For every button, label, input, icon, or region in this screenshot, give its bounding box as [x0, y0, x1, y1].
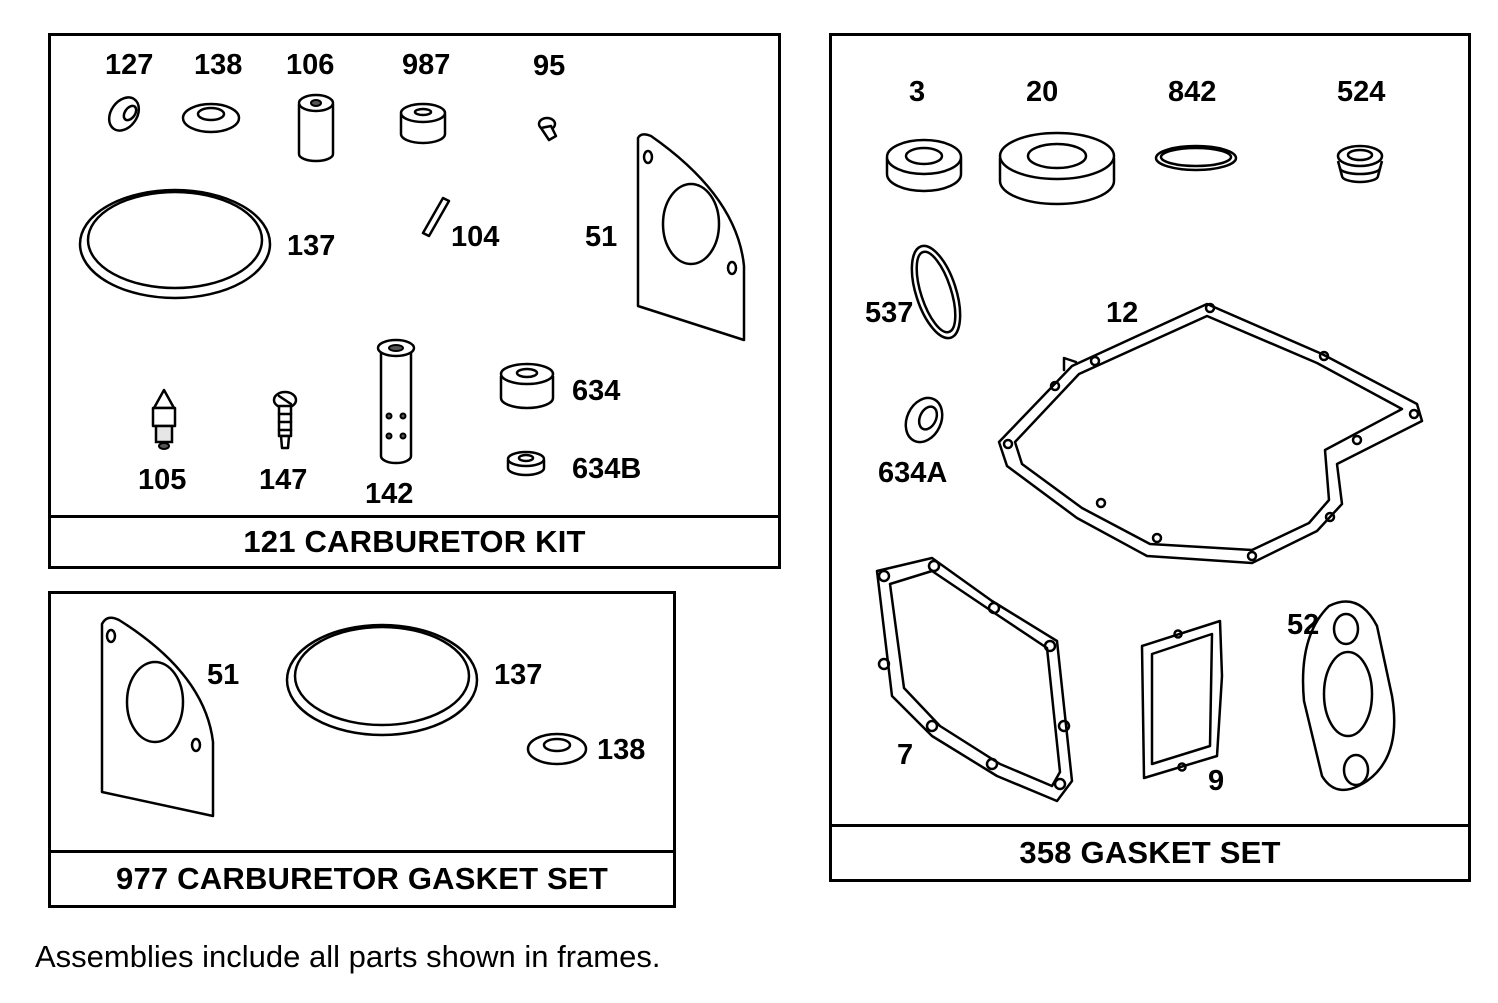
label-138: 138: [194, 49, 243, 81]
label-52: 52: [1287, 609, 1320, 641]
gasket-set-title: 358 GASKET SET: [832, 824, 1468, 879]
label-987: 987: [402, 49, 451, 81]
carburetor-kit-parts-art: [78, 93, 746, 477]
part-137-oring: [285, 623, 479, 737]
label-634b: 634B: [572, 453, 642, 485]
label-138: 138: [597, 734, 646, 766]
part-52-gasket: [1301, 600, 1396, 791]
part-105-needle: [151, 388, 177, 450]
carburetor-gasket-set-parts-art: [100, 616, 588, 818]
label-147: 147: [259, 464, 308, 496]
gasket-set-frame: 3 20 842 524 537 12 634A 52 7 9 358 GASK…: [829, 33, 1471, 882]
label-137: 137: [494, 659, 543, 691]
label-537: 537: [865, 297, 914, 329]
part-147-screw: [272, 390, 298, 450]
label-524: 524: [1337, 76, 1386, 108]
label-51: 51: [585, 221, 618, 253]
part-634b-spacer: [506, 450, 546, 477]
part-142-tube: [376, 338, 416, 465]
label-137: 137: [287, 230, 336, 262]
label-51: 51: [207, 659, 240, 691]
part-51-plate: [636, 133, 746, 342]
label-142: 142: [365, 478, 414, 510]
part-137-oring: [78, 188, 272, 300]
label-104: 104: [451, 221, 500, 253]
carburetor-gasket-set-title: 977 CARBURETOR GASKET SET: [51, 850, 673, 905]
label-127: 127: [105, 49, 154, 81]
label-95: 95: [533, 50, 566, 82]
part-127-washer: [107, 96, 141, 132]
part-9-gasket: [1140, 619, 1224, 780]
part-20-seal: [998, 131, 1116, 206]
part-524-grommet: [1336, 144, 1384, 184]
label-20: 20: [1026, 76, 1059, 108]
part-138-washer: [526, 732, 588, 766]
part-95-screw: [537, 116, 558, 142]
part-3-seal: [885, 138, 963, 193]
footnote: Assemblies include all parts shown in fr…: [35, 939, 661, 974]
label-3: 3: [909, 76, 926, 108]
carburetor-kit-frame: 127 138 106 987 95 137 104 51 634 105 14…: [48, 33, 781, 569]
part-106-cylinder: [297, 93, 335, 163]
label-106: 106: [286, 49, 335, 81]
label-12: 12: [1106, 297, 1139, 329]
carburetor-kit-title: 121 CARBURETOR KIT: [51, 515, 778, 566]
part-12-gasket: [997, 302, 1424, 565]
label-634a: 634A: [878, 457, 948, 489]
part-7-gasket: [875, 556, 1074, 803]
gasket-set-parts-art: [875, 131, 1424, 803]
part-51-plate: [100, 616, 215, 818]
label-9: 9: [1208, 765, 1225, 797]
part-842-oring: [1154, 144, 1238, 172]
label-105: 105: [138, 464, 187, 496]
part-537-oring: [910, 244, 962, 340]
part-138-washer: [181, 102, 241, 134]
carburetor-gasket-set-frame: 51 137 138 977 CARBURETOR GASKET SET: [48, 591, 676, 908]
part-634a-seal: [904, 396, 944, 444]
part-634-spacer: [499, 362, 555, 410]
part-104-pin: [421, 196, 451, 238]
label-634: 634: [572, 375, 621, 407]
label-7: 7: [897, 739, 914, 771]
part-987-bushing: [399, 102, 447, 145]
label-842: 842: [1168, 76, 1217, 108]
